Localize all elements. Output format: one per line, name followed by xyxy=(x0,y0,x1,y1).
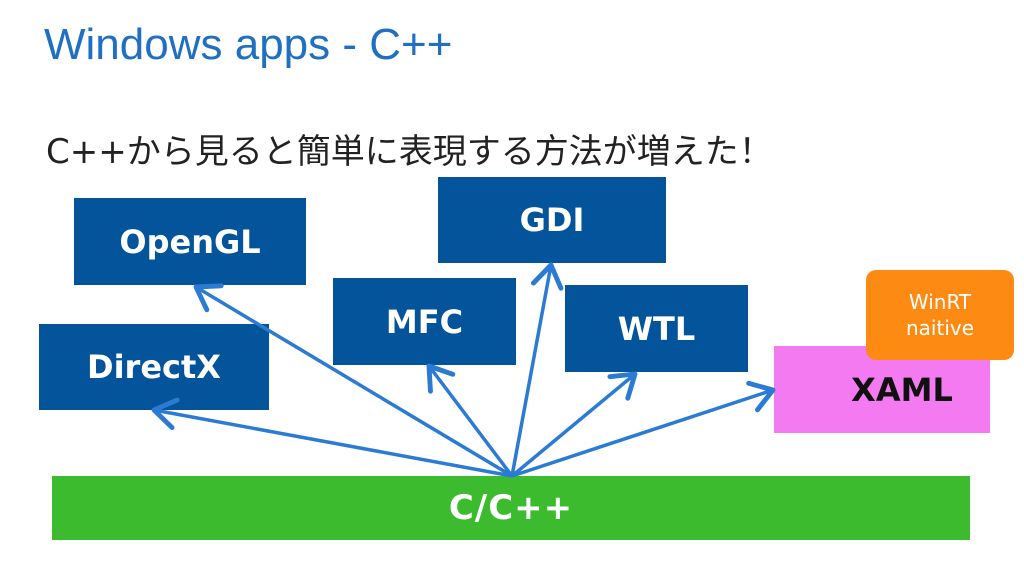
gdi-box: GDI xyxy=(438,177,666,263)
winrt-label: WinRT xyxy=(908,290,972,314)
arrow-to-xaml xyxy=(511,380,776,478)
slide-subtitle: C++から見ると簡単に表現する方法が増えた！ xyxy=(46,132,773,172)
arrow-to-gdi xyxy=(510,262,564,477)
wtl-box: WTL xyxy=(565,285,748,372)
arrow-to-directx xyxy=(151,397,513,478)
arrow-to-mfc xyxy=(426,363,514,478)
arrow-to-wtl xyxy=(510,371,638,478)
native-label: naitive xyxy=(905,316,975,340)
opengl-box: OpenGL xyxy=(74,198,306,285)
winrt-native-badge: WinRT naitive xyxy=(866,270,1014,360)
slide-title: Windows apps - C++ xyxy=(44,20,453,69)
cpp-base-bar: C/C++ xyxy=(52,476,970,540)
xaml-box: XAML xyxy=(774,346,990,433)
arrow-to-opengl xyxy=(193,283,513,478)
mfc-box: MFC xyxy=(333,278,516,365)
directx-box: DirectX xyxy=(39,324,269,410)
